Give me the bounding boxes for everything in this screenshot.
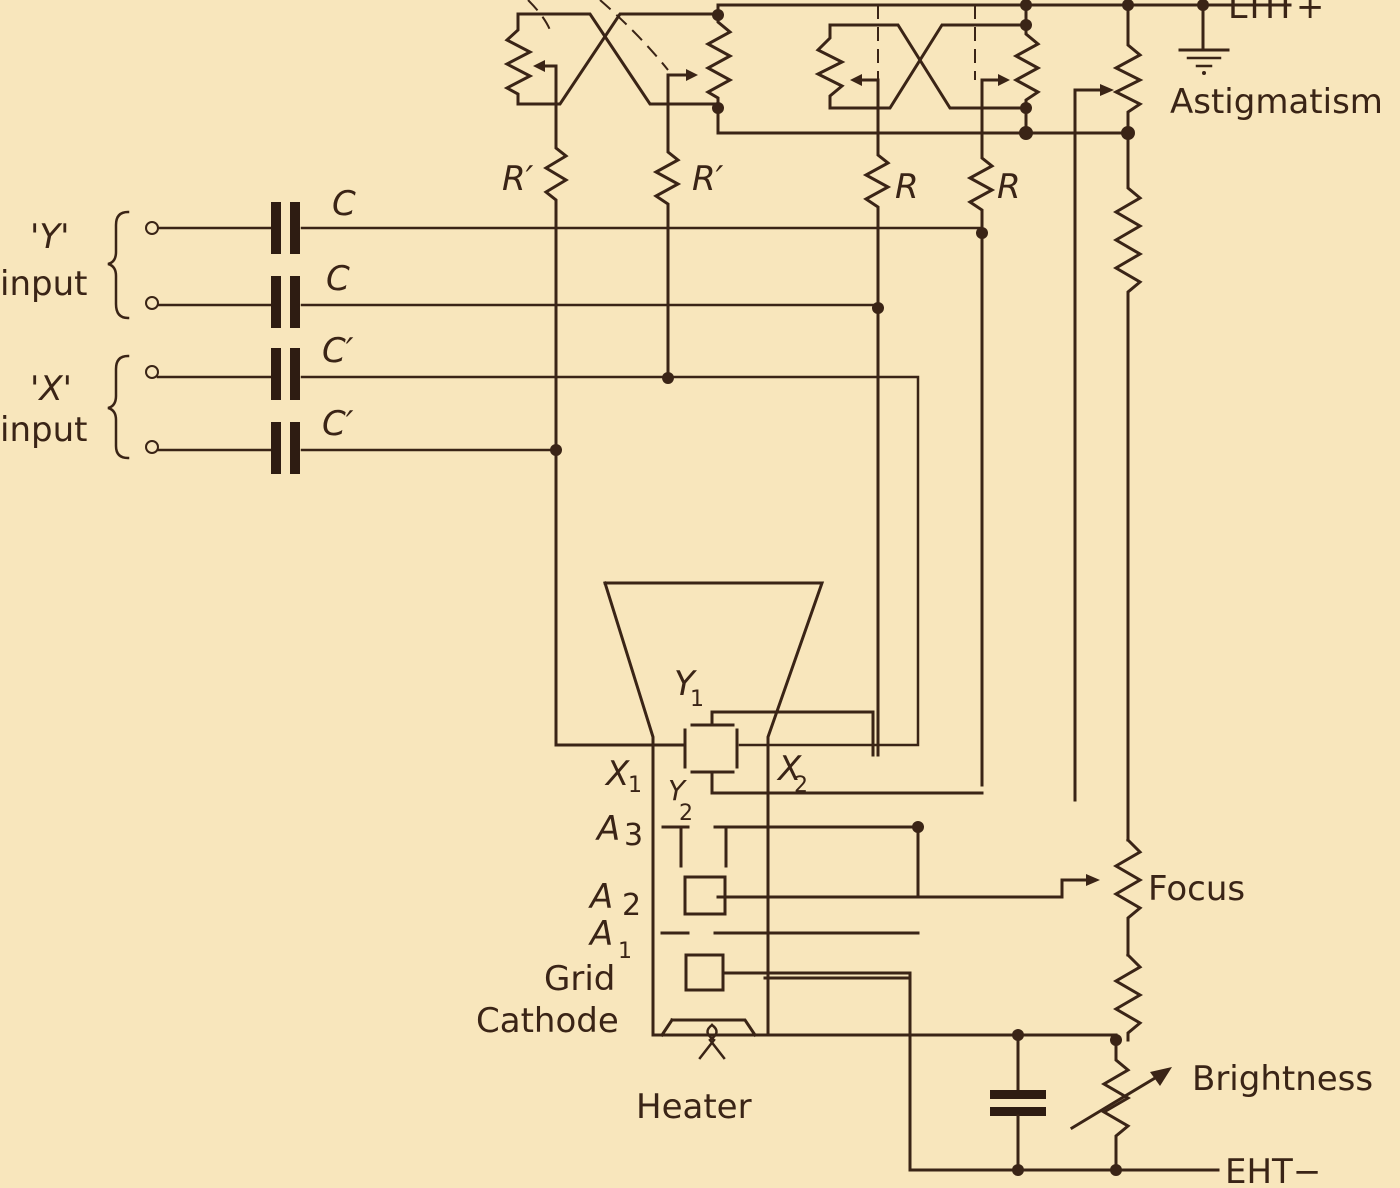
resistor-label-1: R′ xyxy=(502,159,534,199)
bleeder-resistor xyxy=(1113,131,1143,842)
heater-label: Heater xyxy=(636,1087,752,1127)
svg-text:2: 2 xyxy=(622,888,641,923)
x-input-name: 'X' xyxy=(30,369,72,409)
resistor-label-2: R′ xyxy=(692,159,724,199)
x-input-brace xyxy=(107,354,130,460)
input-wiring xyxy=(156,226,984,747)
brightness-potentiometer xyxy=(1069,1038,1172,1172)
label-x2: X2 xyxy=(776,749,808,798)
ground-icon xyxy=(1178,3,1230,75)
resistor-label-4: R xyxy=(997,167,1021,207)
label-y1: Y1 xyxy=(674,664,704,712)
svg-text:A: A xyxy=(588,877,613,917)
svg-text:2: 2 xyxy=(794,773,808,798)
pot-right-1 xyxy=(814,23,846,110)
coupling-capacitor-c-prime-1 xyxy=(271,348,300,400)
capacitor-label-3: C′ xyxy=(322,331,354,371)
x-input-terminal-1[interactable] xyxy=(145,365,159,379)
eht-positive-label: EHT+ xyxy=(1228,0,1324,27)
grid-label: Grid xyxy=(544,959,615,999)
svg-text:1: 1 xyxy=(690,687,704,712)
decoupling-capacitor xyxy=(990,1033,1046,1172)
coupling-capacitor-c-prime-2 xyxy=(271,422,300,474)
svg-text:Y: Y xyxy=(668,774,687,807)
capacitor-label-1: C xyxy=(332,184,356,224)
capacitor-label-4: C′ xyxy=(322,404,354,444)
y-shift-potentiometer-pair xyxy=(814,3,1042,135)
brightness-label: Brightness xyxy=(1192,1059,1373,1099)
svg-text:X: X xyxy=(776,749,802,789)
astigmatism-potentiometer xyxy=(1073,3,1144,802)
x-input-word: input xyxy=(0,410,87,450)
label-y2: Y2 xyxy=(668,774,693,826)
y-input-word: input xyxy=(0,264,87,304)
resistor-r-2 xyxy=(966,78,996,787)
heater-icon xyxy=(698,1023,726,1060)
coupling-capacitor-c-1 xyxy=(271,202,300,254)
svg-text:2: 2 xyxy=(679,801,693,826)
y-input-terminal-2[interactable] xyxy=(145,296,159,310)
lower-divider-resistor xyxy=(1113,952,1143,1042)
resistor-label-3: R xyxy=(895,167,919,207)
y-input-name: 'Y' xyxy=(30,217,69,257)
x-shift-potentiometer-pair xyxy=(503,0,734,106)
x-input-terminal-2[interactable] xyxy=(145,440,159,454)
astigmatism-label: Astigmatism xyxy=(1170,82,1383,122)
resistor-r-prime-1 xyxy=(543,64,569,747)
svg-text:Y: Y xyxy=(674,664,697,704)
pot-left-1 xyxy=(503,12,534,106)
svg-text:A: A xyxy=(595,809,620,849)
eht-negative-rail xyxy=(908,976,1220,1172)
cathode-ray-tube xyxy=(554,581,984,1060)
svg-text:3: 3 xyxy=(624,818,643,853)
lower-bus-rail xyxy=(716,106,1130,135)
focus-label: Focus xyxy=(1148,869,1245,909)
svg-text:A: A xyxy=(588,914,613,954)
coupling-capacitor-c-2 xyxy=(271,276,300,328)
y-input-terminal-1[interactable] xyxy=(145,221,159,235)
y-input-brace xyxy=(107,210,130,320)
svg-text:1: 1 xyxy=(618,939,632,964)
cathode-label: Cathode xyxy=(476,1001,619,1041)
capacitor-label-2: C xyxy=(326,259,350,299)
eht-negative-label: EHT− xyxy=(1225,1152,1321,1188)
pot-left-2 xyxy=(704,12,734,106)
label-x1: X1 xyxy=(604,754,642,798)
svg-text:X: X xyxy=(604,754,630,794)
pot-right-2 xyxy=(1012,23,1042,110)
resistor-r-1 xyxy=(862,78,892,757)
svg-text:1: 1 xyxy=(628,773,642,798)
resistor-r-prime-2 xyxy=(652,73,682,380)
